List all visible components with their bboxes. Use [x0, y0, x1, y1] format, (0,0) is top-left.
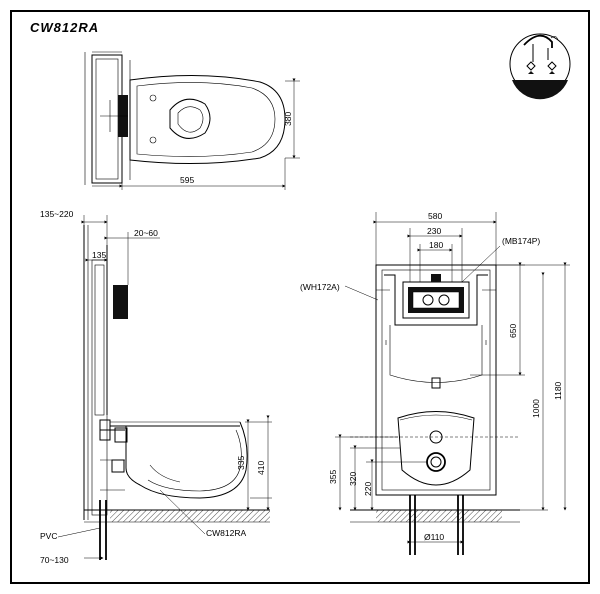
- dim-220: 220: [363, 482, 373, 496]
- dim-bowl-height: 335: [236, 456, 246, 470]
- drawing-border: [10, 10, 590, 584]
- front-view: [350, 264, 520, 555]
- plate-label: (MB174P): [502, 236, 540, 246]
- dim-650: 650: [508, 324, 518, 338]
- dim-320: 320: [348, 472, 358, 486]
- dim-355: 355: [328, 470, 338, 484]
- model-title: CW812RA: [30, 20, 99, 35]
- dim-frame-depth: 135: [92, 250, 106, 260]
- dim-pipe-offset: 70~130: [40, 555, 69, 565]
- pvc-label: PVC: [40, 531, 57, 541]
- top-view-dimensions: 380 595: [119, 78, 300, 190]
- dim-depth-380: 380: [283, 112, 293, 126]
- dim-seat-height: 410: [256, 461, 266, 475]
- top-view: [84, 51, 286, 187]
- dim-pipe-diameter: Ø110: [424, 532, 444, 542]
- dim-frame-width: 580: [428, 211, 442, 221]
- dim-width-595: 595: [180, 175, 194, 185]
- side-view-dimensions: 135~220 20~60 135 335 410 PVC 70~130 CW8…: [40, 209, 272, 565]
- dim-1000: 1000: [531, 399, 541, 418]
- front-view-dimensions: 580 230 180 (MB174P) (WH172A) 650 1000 1…: [300, 211, 570, 544]
- dim-wall-depth: 135~220: [40, 209, 74, 219]
- dim-180: 180: [429, 240, 443, 250]
- dim-offset: 20~60: [134, 228, 158, 238]
- dim-230: 230: [427, 226, 441, 236]
- dim-1180: 1180: [553, 381, 563, 400]
- side-view: [83, 225, 270, 560]
- frame-label: (WH172A): [300, 282, 340, 292]
- water-supply-icon: [509, 33, 571, 100]
- bowl-model-label: CW812RA: [206, 528, 246, 538]
